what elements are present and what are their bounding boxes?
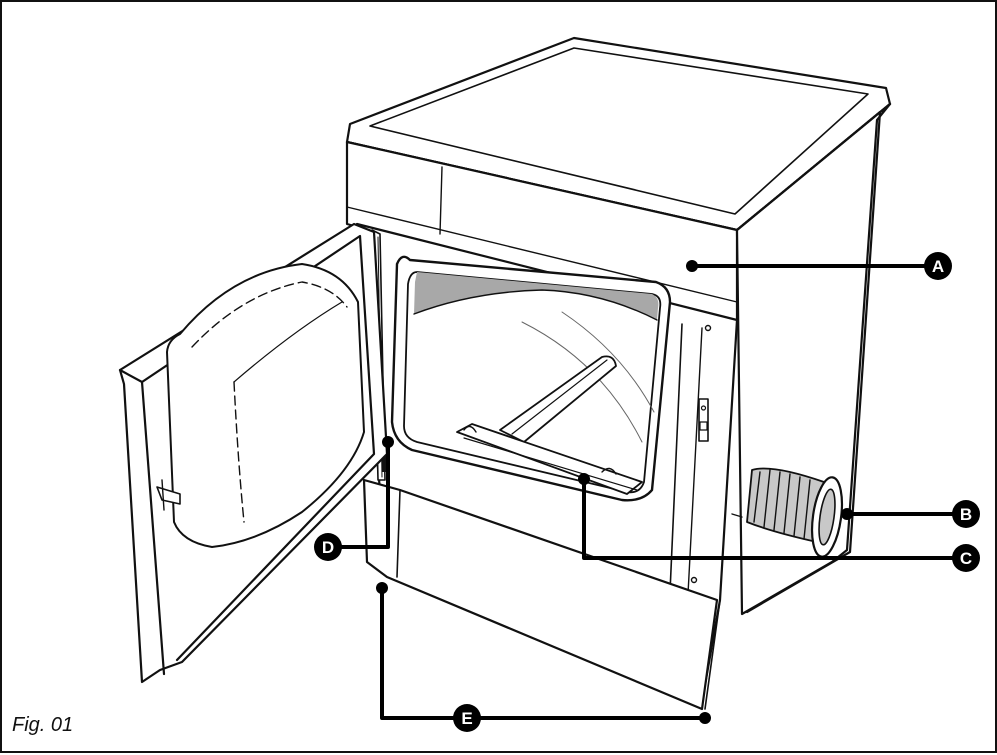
- door-latch-slot: [698, 398, 709, 442]
- callout-letter-d: D: [322, 538, 334, 557]
- callout-letter-e: E: [461, 709, 472, 728]
- exhaust-duct: [731, 467, 844, 558]
- figure-caption: Fig. 01: [12, 714, 74, 736]
- callout-letter-a: A: [932, 257, 944, 276]
- open-door: [118, 222, 389, 684]
- callout-badge-a: A: [924, 252, 952, 280]
- callout-badge-b: B: [952, 500, 980, 528]
- door-liner: [166, 263, 365, 548]
- callout-badge-d: D: [314, 533, 342, 561]
- callout-badge-e: E: [453, 704, 481, 732]
- drum-opening: [390, 255, 672, 502]
- callout-letter-b: B: [960, 505, 972, 524]
- callout-letter-c: C: [960, 549, 972, 568]
- callout-leaders: [330, 260, 968, 724]
- callout-badge-c: C: [952, 544, 980, 572]
- drum-shadow: [414, 272, 659, 320]
